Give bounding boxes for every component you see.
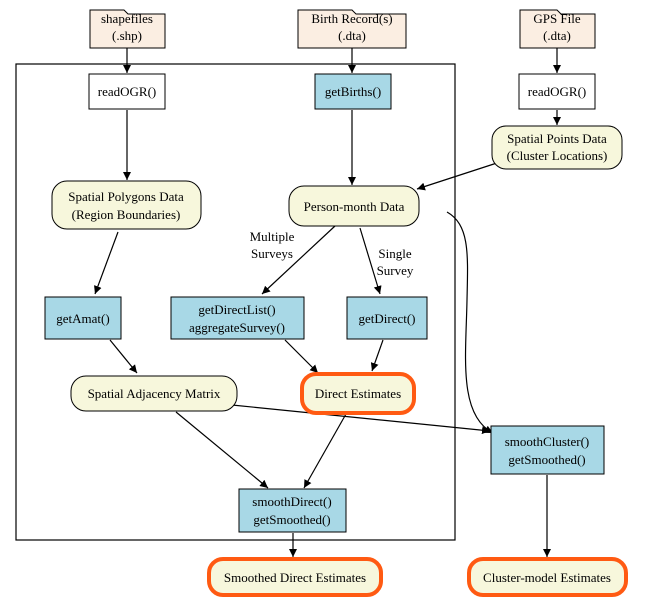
edges [94, 48, 561, 557]
smooth-cluster-node: smoothCluster() getSmoothed() [490, 425, 605, 475]
get-direct-list-node: getDirectList() aggregateSurvey() [170, 296, 305, 340]
person-month-label: Person-month Data [304, 199, 405, 214]
edge-adjacency-smoothcluster [231, 404, 491, 435]
shapefiles-file-node: shapefiles (.shp) [89, 9, 166, 49]
edge-getdirect-direct [370, 339, 384, 372]
read-ogr-right-label: readOGR() [528, 84, 586, 99]
get-amat-label: getAmat() [56, 311, 109, 326]
get-direct-list-label: getDirectList() [198, 302, 275, 317]
birth-records-label: Birth Record(s) [311, 11, 392, 26]
multiple-surveys-edge-label: Multiple Surveys [250, 229, 295, 261]
direct-estimates-node: Direct Estimates [300, 372, 416, 415]
spatial-points-label: Spatial Points Data [507, 131, 607, 146]
single-survey-line1: Single [378, 246, 411, 261]
get-amat-node: getAmat() [44, 296, 122, 340]
smooth-direct-label: smoothDirect() [252, 494, 331, 509]
person-month-node: Person-month Data [288, 185, 420, 227]
smooth-direct-node: smoothDirect() getSmoothed() [238, 488, 347, 533]
get-direct-label: getDirect() [358, 311, 415, 326]
smooth-cluster-getsmoothed-label: getSmoothed() [508, 452, 585, 467]
aggregate-survey-label: aggregateSurvey() [189, 320, 285, 335]
smoothed-direct-estimates-label: Smoothed Direct Estimates [224, 570, 366, 585]
edge-personmonth-getdirectlist [261, 225, 336, 295]
smooth-cluster-label: smoothCluster() [505, 434, 590, 449]
shapefiles-ext: (.shp) [112, 28, 142, 43]
gps-file-label: GPS File [533, 11, 581, 26]
edge-adjacency-smoothdirect [175, 411, 269, 489]
shapefiles-label: shapefiles [101, 11, 153, 26]
get-direct-node: getDirect() [346, 296, 428, 340]
edge-getamat-adjacency [109, 339, 138, 374]
cluster-model-estimates-label: Cluster-model Estimates [483, 570, 611, 585]
get-births-node: getBirths() [314, 73, 392, 110]
edge-personmonth-getdirect [359, 227, 382, 295]
smoothed-direct-estimates-node: Smoothed Direct Estimates [207, 557, 383, 597]
multiple-surveys-line2: Surveys [251, 246, 293, 261]
read-ogr-right-node: readOGR() [518, 73, 596, 110]
edge-polygons-getamat [94, 231, 119, 295]
gps-file-node: GPS File (.dta) [519, 9, 596, 49]
get-births-label: getBirths() [325, 84, 381, 99]
birth-records-file-node: Birth Record(s) (.dta) [297, 9, 407, 49]
edge-getdirectlist-direct [284, 339, 319, 374]
edge-personmonth-smoothcluster [446, 211, 494, 434]
single-survey-edge-label: Single Survey [377, 246, 414, 278]
read-ogr-left-node: readOGR() [88, 73, 166, 110]
spatial-polygons-sublabel: (Region Boundaries) [72, 207, 181, 222]
package-frame [15, 63, 456, 541]
cluster-model-estimates-node: Cluster-model Estimates [467, 557, 628, 597]
read-ogr-left-label: readOGR() [98, 84, 156, 99]
gps-file-ext: (.dta) [543, 28, 571, 43]
single-survey-line2: Survey [377, 263, 414, 278]
adjacency-matrix-node: Spatial Adjacency Matrix [70, 375, 238, 412]
spatial-polygons-label: Spatial Polygons Data [68, 189, 184, 204]
spatial-points-sublabel: (Cluster Locations) [507, 148, 608, 163]
direct-estimates-label: Direct Estimates [315, 386, 401, 401]
spatial-polygons-node: Spatial Polygons Data (Region Boundaries… [51, 180, 202, 230]
spatial-points-node: Spatial Points Data (Cluster Locations) [491, 125, 623, 170]
edge-direct-smoothdirect [303, 413, 347, 489]
birth-records-ext: (.dta) [338, 28, 366, 43]
smooth-direct-getsmoothed-label: getSmoothed() [253, 512, 330, 527]
edge-points-personmonth [416, 161, 501, 191]
adjacency-matrix-label: Spatial Adjacency Matrix [88, 386, 221, 401]
multiple-surveys-line1: Multiple [250, 229, 295, 244]
